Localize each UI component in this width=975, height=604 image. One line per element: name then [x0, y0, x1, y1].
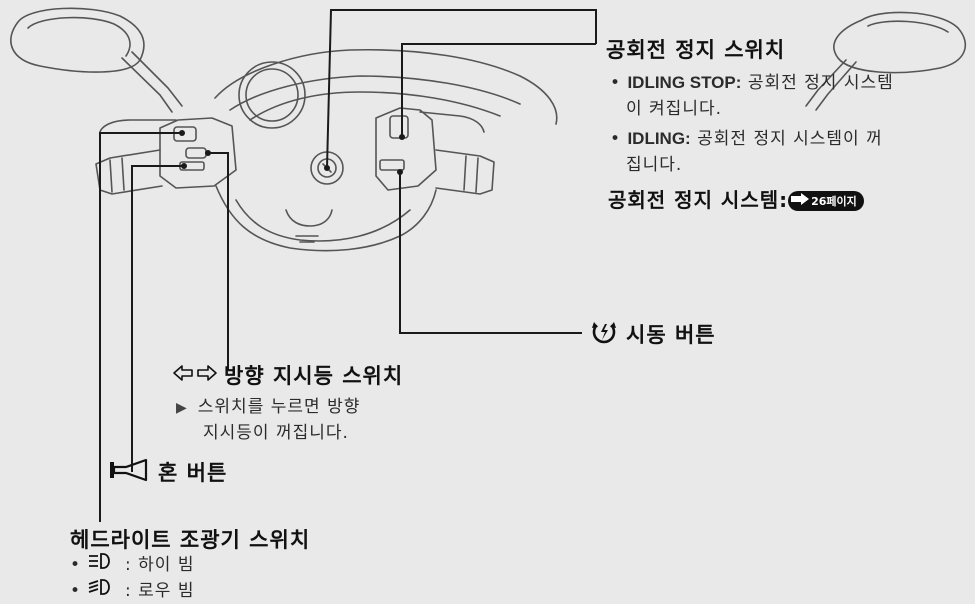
idling-stop-desc-line2: 이 켜집니다.	[626, 99, 723, 119]
turn-signal-note-text1: 스위치를 누르면 방향	[197, 397, 361, 417]
idling-stop-reference: 공회전 정지 시스템: 26페이지	[608, 184, 864, 213]
start-button-title: 시동 버튼	[626, 323, 716, 347]
idling-desc-line1: 공회전 정지 시스템이 꺼	[690, 129, 883, 149]
page-reference-link[interactable]: 26페이지	[788, 190, 864, 211]
idling-key: IDLING:	[627, 129, 691, 148]
low-beam-text: : 로우 빔	[125, 581, 195, 601]
idling-item: • IDLING: 공회전 정지 시스템이 꺼	[610, 129, 883, 149]
idling-stop-switch-title: 공회전 정지 스위치	[606, 38, 786, 62]
idling-stop-desc-line1: 공회전 정지 시스템	[741, 73, 894, 93]
arrow-right-icon	[791, 193, 810, 208]
high-beam-item: • : 하이 빔	[70, 552, 195, 578]
idling-stop-key: IDLING STOP:	[627, 73, 742, 92]
turn-signal-label: 방향 지시등 스위치	[172, 360, 403, 390]
note-marker-icon: ▶	[176, 400, 188, 416]
turn-signal-note-line1: ▶ 스위치를 누르면 방향	[176, 394, 360, 421]
turn-signal-note-line2: 지시등이 꺼집니다.	[203, 423, 349, 443]
high-beam-text: : 하이 빔	[125, 555, 195, 575]
horn-button-label: 혼 버튼	[108, 457, 227, 487]
turn-signal-title: 방향 지시등 스위치	[224, 364, 404, 388]
idling-stop-reference-label: 공회전 정지 시스템:	[608, 188, 789, 212]
scooter-drawing	[10, 7, 967, 252]
idling-desc-line2: 집니다.	[626, 155, 683, 175]
headlight-dimmer-title: 헤드라이트 조광기 스위치	[70, 528, 311, 552]
leader-dots	[179, 130, 405, 175]
start-button-label: 시동 버튼	[590, 318, 716, 350]
leader-lines	[99, 9, 597, 522]
low-beam-item: • : 로우 빔	[70, 578, 195, 604]
page-reference-number: 26페이지	[811, 194, 857, 208]
horn-button-title: 혼 버튼	[158, 461, 228, 485]
low-beam-icon	[87, 578, 113, 604]
horn-icon	[108, 458, 150, 486]
idling-stop-item: • IDLING STOP: 공회전 정지 시스템	[610, 73, 894, 93]
turn-signal-arrows-icon	[172, 364, 218, 386]
high-beam-icon	[87, 552, 113, 578]
start-button-icon	[590, 318, 618, 350]
